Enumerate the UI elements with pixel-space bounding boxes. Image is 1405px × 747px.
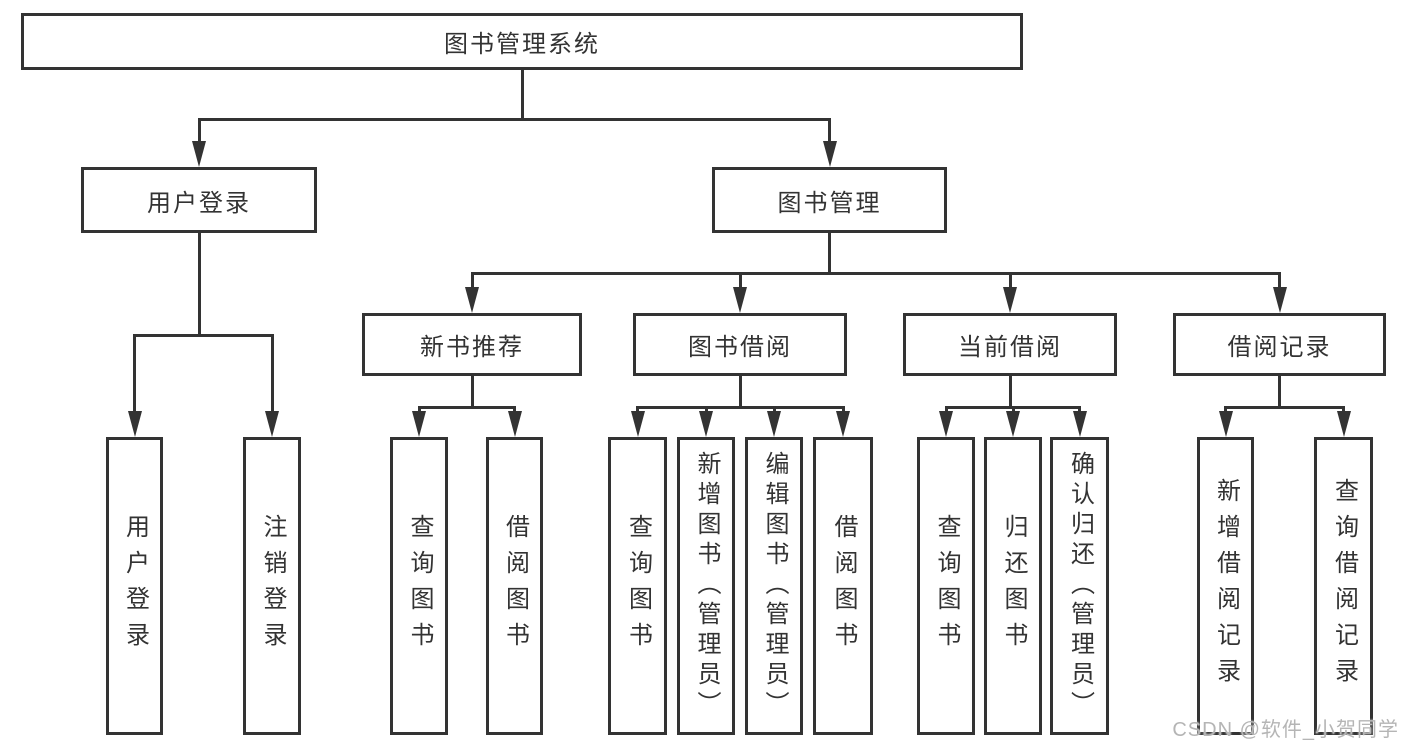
node-leaf-borrow-book-1: 借阅图书 (486, 437, 543, 735)
arrowhead-icon (1006, 411, 1020, 437)
arrowhead-icon (1272, 287, 1287, 313)
connector-line (738, 273, 742, 291)
node-book-mgmt: 图书管理 (712, 167, 947, 233)
node-leaf-query-book-1: 查询图书 (390, 437, 448, 735)
arrowhead-icon (939, 411, 953, 437)
connector-line (738, 376, 742, 407)
node-leaf-query-record: 查询借阅记录 (1314, 437, 1373, 735)
connector-line (133, 333, 274, 337)
connector-line (636, 405, 845, 409)
arrowhead-icon (699, 411, 713, 437)
arrowhead-icon (767, 411, 781, 437)
node-leaf-borrow-book-2: 借阅图书 (813, 437, 873, 735)
arrowhead-icon (1072, 411, 1087, 437)
arrowhead-icon (412, 411, 426, 437)
node-borrow-record: 借阅记录 (1173, 313, 1386, 376)
node-leaf-confirm-return: 确认归还（管理员） (1050, 437, 1109, 735)
connector-line (197, 233, 201, 335)
connector-line (1224, 405, 1345, 409)
connector-line (1008, 376, 1012, 407)
connector-line (133, 335, 136, 415)
node-leaf-edit-book: 编辑图书（管理员） (745, 437, 803, 735)
arrowhead-icon (630, 411, 645, 437)
connector-line (470, 376, 474, 407)
node-new-book-rec: 新书推荐 (362, 313, 582, 376)
connector-line (470, 273, 474, 291)
connector-line (1278, 376, 1281, 407)
node-leaf-user-login: 用户登录 (106, 437, 163, 735)
node-root: 图书管理系统 (21, 13, 1023, 70)
node-current-borrow: 当前借阅 (903, 313, 1117, 376)
node-leaf-query-book-3: 查询图书 (917, 437, 975, 735)
connector-line (828, 233, 831, 273)
arrowhead-icon (192, 141, 206, 167)
connector-line (470, 271, 1281, 275)
connector-line (1008, 273, 1012, 291)
node-book-borrow: 图书借阅 (633, 313, 847, 376)
watermark: CSDN @软件_小贺同学 (1172, 719, 1399, 741)
node-leaf-logout: 注销登录 (243, 437, 301, 735)
connector-line (197, 117, 831, 121)
connector-line (197, 119, 201, 145)
arrowhead-icon (822, 141, 837, 167)
node-leaf-query-book-2: 查询图书 (608, 437, 667, 735)
arrowhead-icon (507, 411, 522, 437)
arrowhead-icon (1336, 411, 1351, 437)
connector-line (417, 405, 516, 409)
arrowhead-icon (127, 411, 142, 437)
arrowhead-icon (265, 411, 279, 437)
arrowhead-icon (733, 287, 747, 313)
connector-line (520, 70, 524, 119)
arrowhead-icon (1218, 411, 1233, 437)
connector-line (270, 335, 274, 415)
node-leaf-return-book: 归还图书 (984, 437, 1042, 735)
connector-line (1278, 273, 1281, 291)
arrowhead-icon (836, 411, 850, 437)
arrowhead-icon (1003, 287, 1017, 313)
node-user-login: 用户登录 (81, 167, 317, 233)
arrowhead-icon (465, 287, 479, 313)
node-leaf-add-record: 新增借阅记录 (1197, 437, 1254, 735)
connector-line (828, 119, 831, 145)
node-leaf-add-book: 新增图书（管理员） (677, 437, 735, 735)
